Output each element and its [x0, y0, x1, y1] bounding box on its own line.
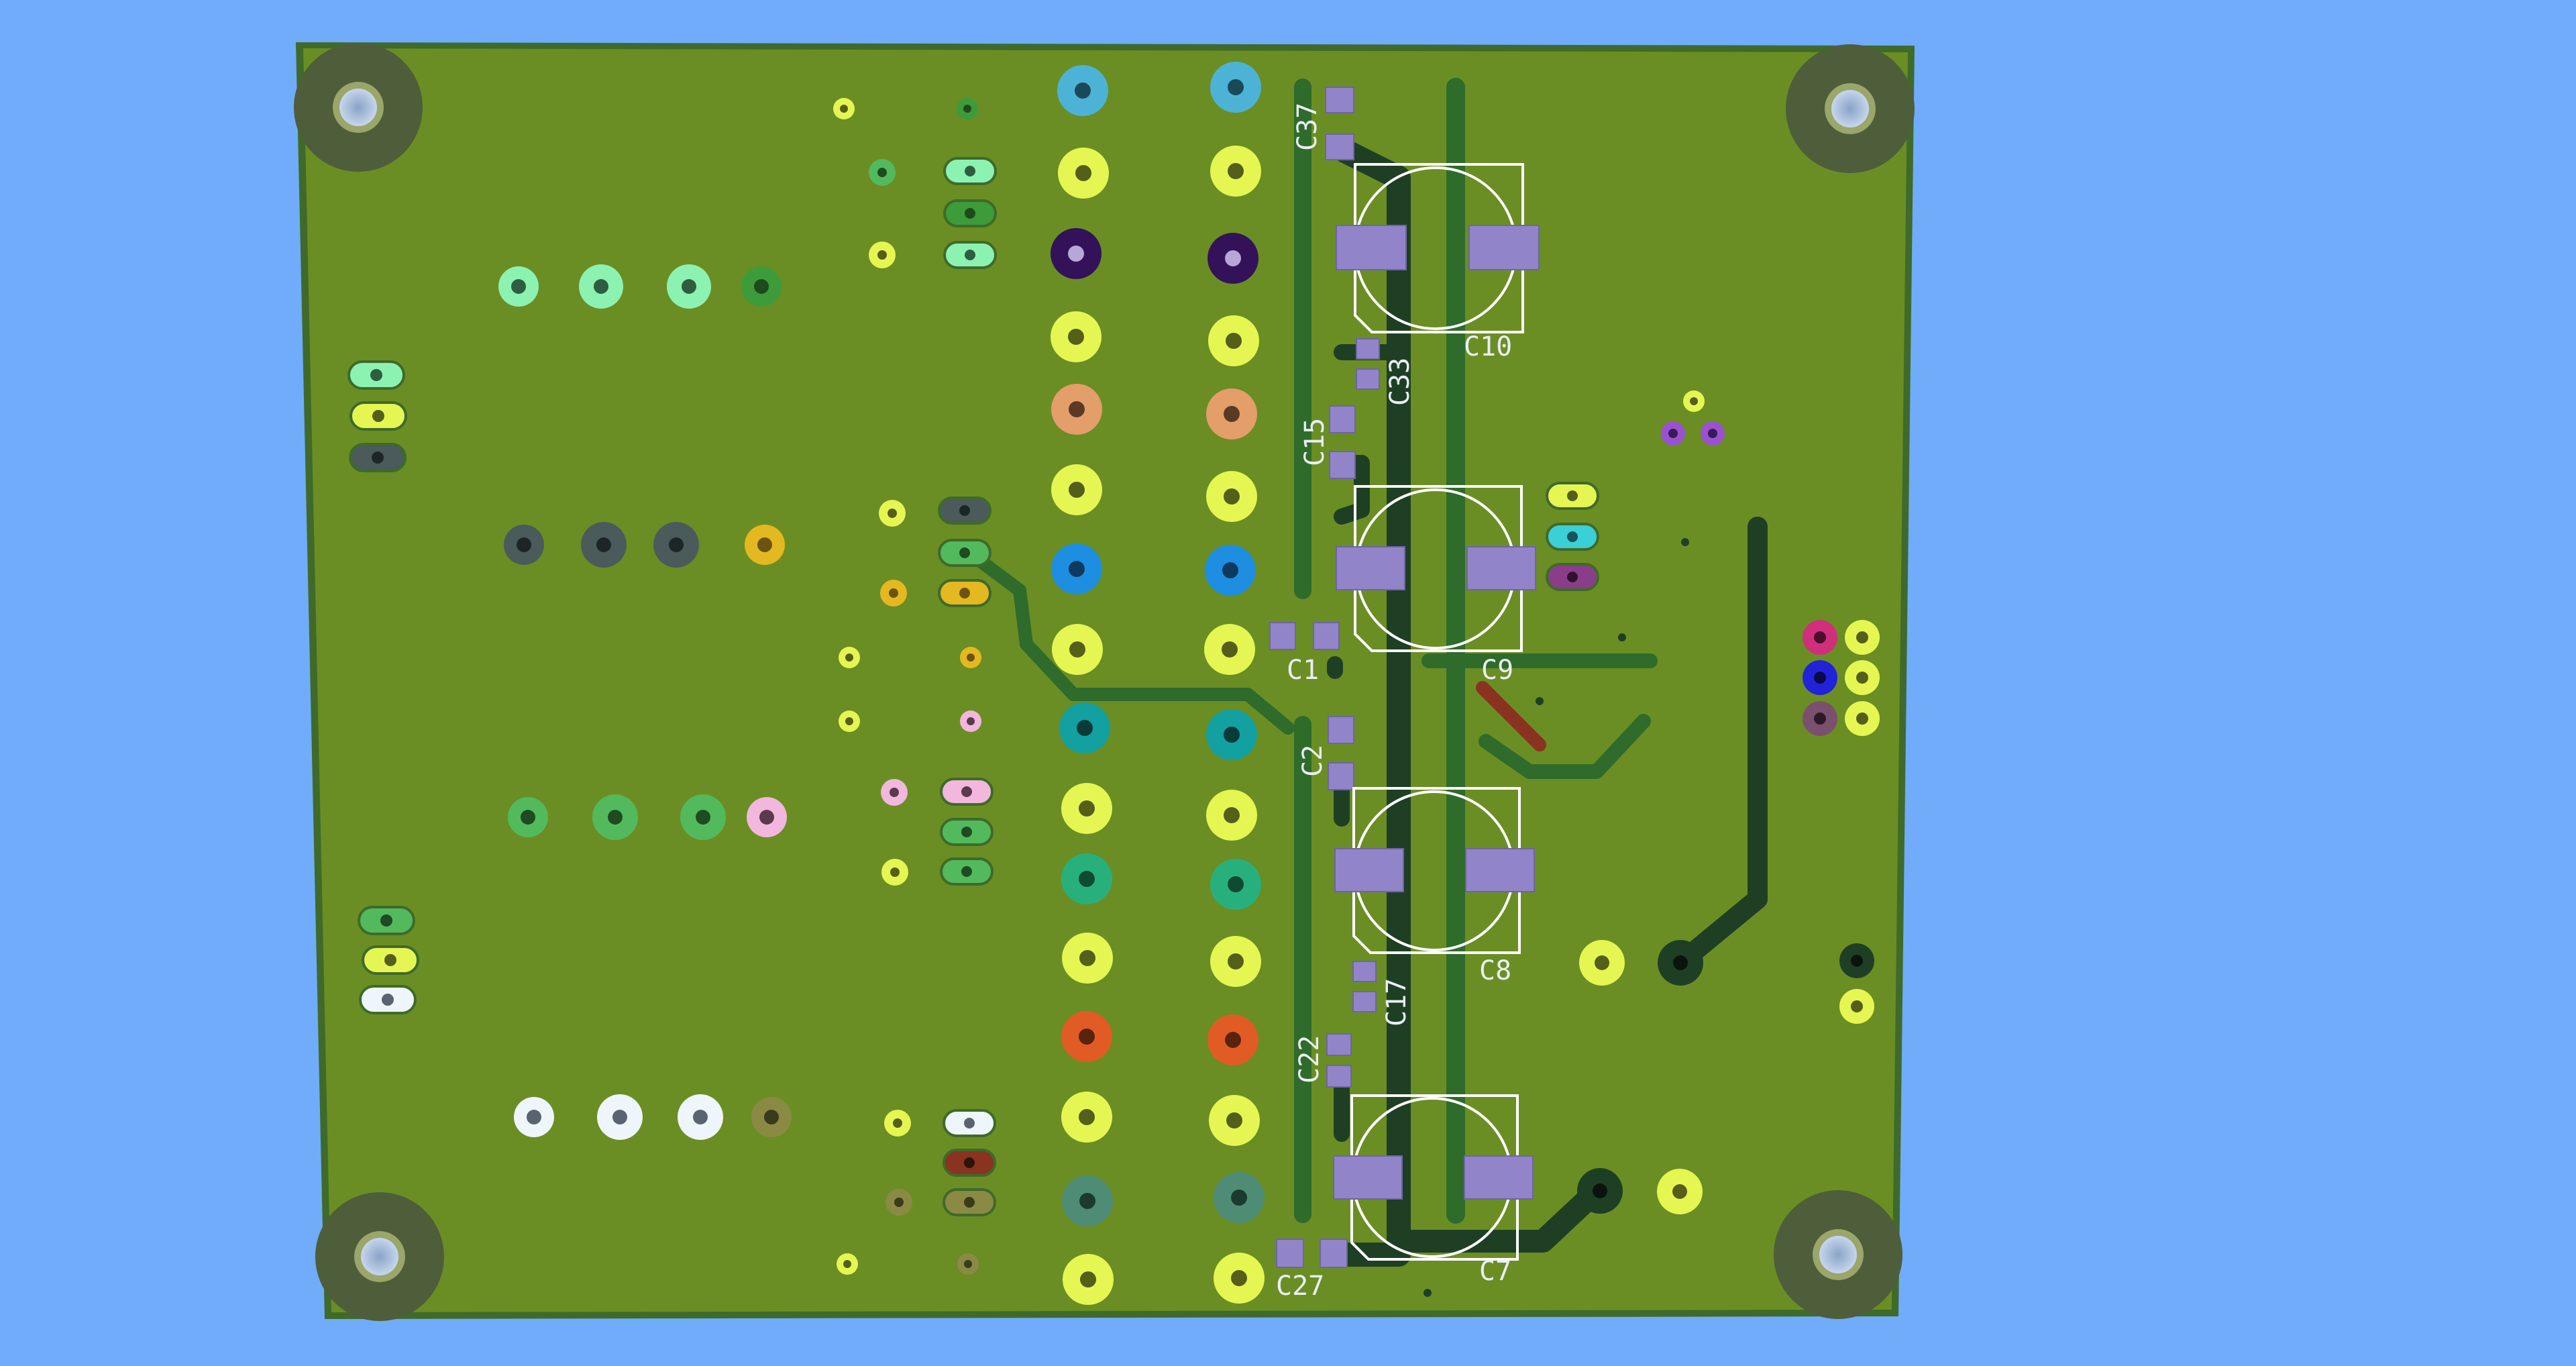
label-c7: C7: [1479, 1256, 1511, 1287]
label-c10: C10: [1464, 331, 1512, 362]
mounting-hole: [1786, 44, 1915, 173]
pin-header-columns: [1051, 62, 1265, 1305]
mounting-hole: [294, 43, 423, 172]
label-c17: C17: [1381, 978, 1412, 1027]
small-vias: [833, 98, 1725, 1297]
label-c2: C2: [1297, 745, 1328, 777]
silkscreen-labels: C37 C10 C33 C15 C9 C1 C2 C8 C17 C22 C7 C…: [1276, 103, 1513, 1302]
oval-connector-pads: [347, 157, 1599, 1216]
mounting-hole: [315, 1192, 444, 1321]
right-header: [1577, 620, 1880, 1214]
label-c22: C22: [1294, 1035, 1325, 1084]
pcb-board: [294, 42, 1915, 1321]
label-c33: C33: [1385, 358, 1415, 406]
label-c15: C15: [1299, 418, 1330, 466]
label-c37: C37: [1292, 103, 1323, 151]
label-c8: C8: [1479, 955, 1511, 986]
label-c9: C9: [1481, 655, 1513, 686]
mounting-hole: [1774, 1190, 1902, 1319]
label-c27: C27: [1276, 1271, 1324, 1302]
smd-components: [1269, 87, 1540, 1268]
through-hole-pads: [498, 264, 792, 1140]
label-c1: C1: [1287, 655, 1319, 686]
